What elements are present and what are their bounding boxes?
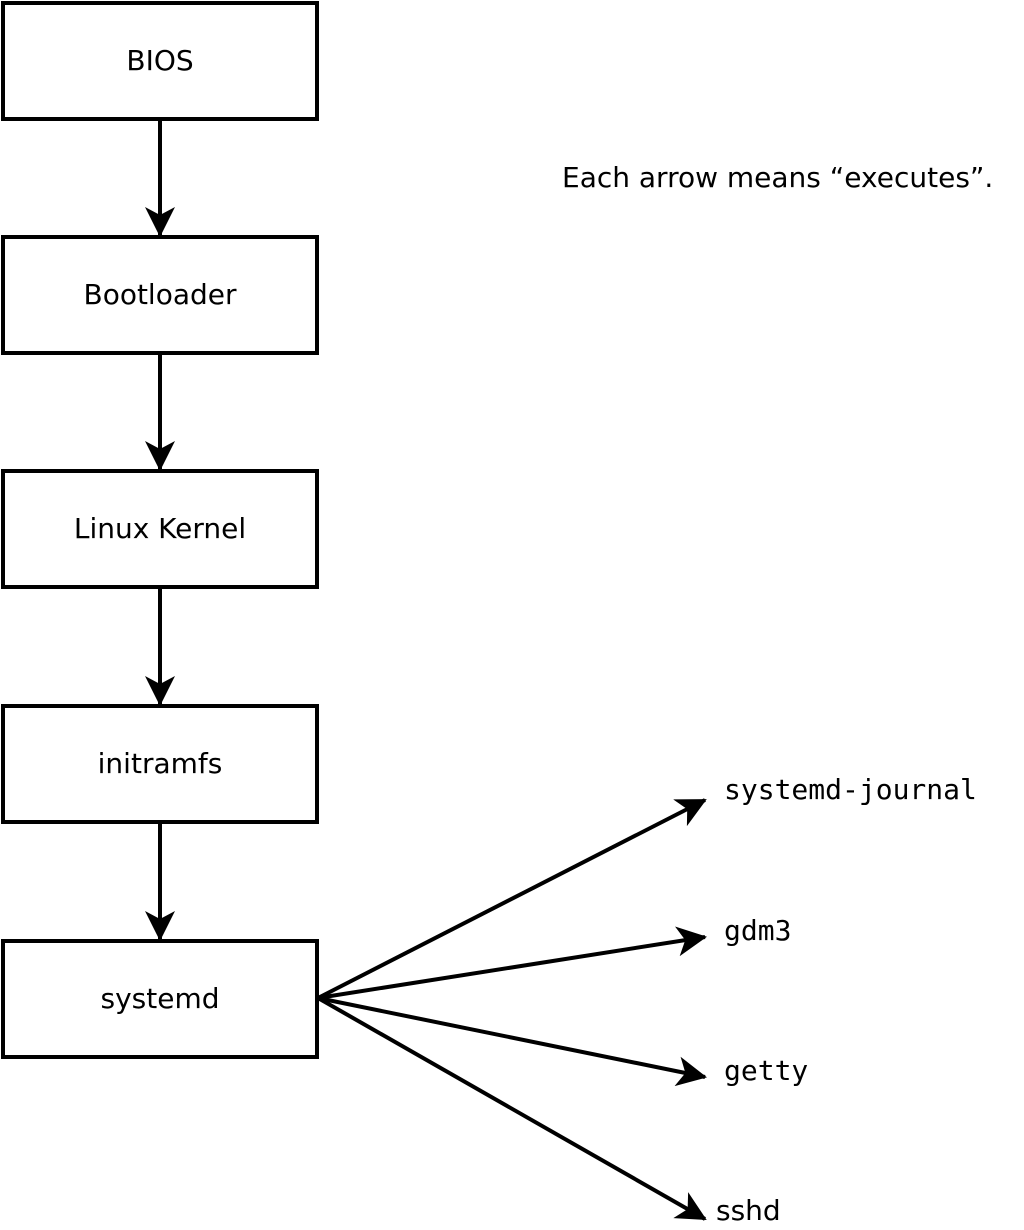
child-getty: getty (724, 1054, 808, 1087)
stage-box (1, 939, 319, 1059)
arrow-systemd-to-sshd (317, 996, 707, 1221)
child-gdm3: gdm3 (724, 914, 791, 947)
stage-box (1, 469, 319, 589)
stage-label: Linux Kernel (74, 512, 246, 545)
stage-label: initramfs (98, 747, 223, 780)
stage-systemd: systemd (1, 939, 319, 1059)
stage-initramfs: initramfs (1, 704, 319, 824)
stage-label: systemd (101, 982, 220, 1015)
stage-box (1, 704, 319, 824)
child-systemd-journal: systemd-journal (724, 773, 977, 806)
legend-note: Each arrow means “executes”. (562, 161, 993, 194)
stage-bootloader: Bootloader (1, 235, 319, 355)
stage-bios: BIOS (1, 1, 319, 121)
stage-label: Bootloader (83, 278, 237, 311)
arrow-systemd-to-gdm3 (317, 926, 707, 1000)
stage-linux-kernel: Linux Kernel (1, 469, 319, 589)
stage-label: BIOS (126, 44, 193, 77)
stage-box (1, 235, 319, 355)
child-sshd: sshd (716, 1194, 781, 1227)
arrow-systemd-to-journal (317, 798, 707, 1000)
stage-box (1, 1, 319, 121)
arrow-systemd-to-getty (317, 996, 707, 1087)
